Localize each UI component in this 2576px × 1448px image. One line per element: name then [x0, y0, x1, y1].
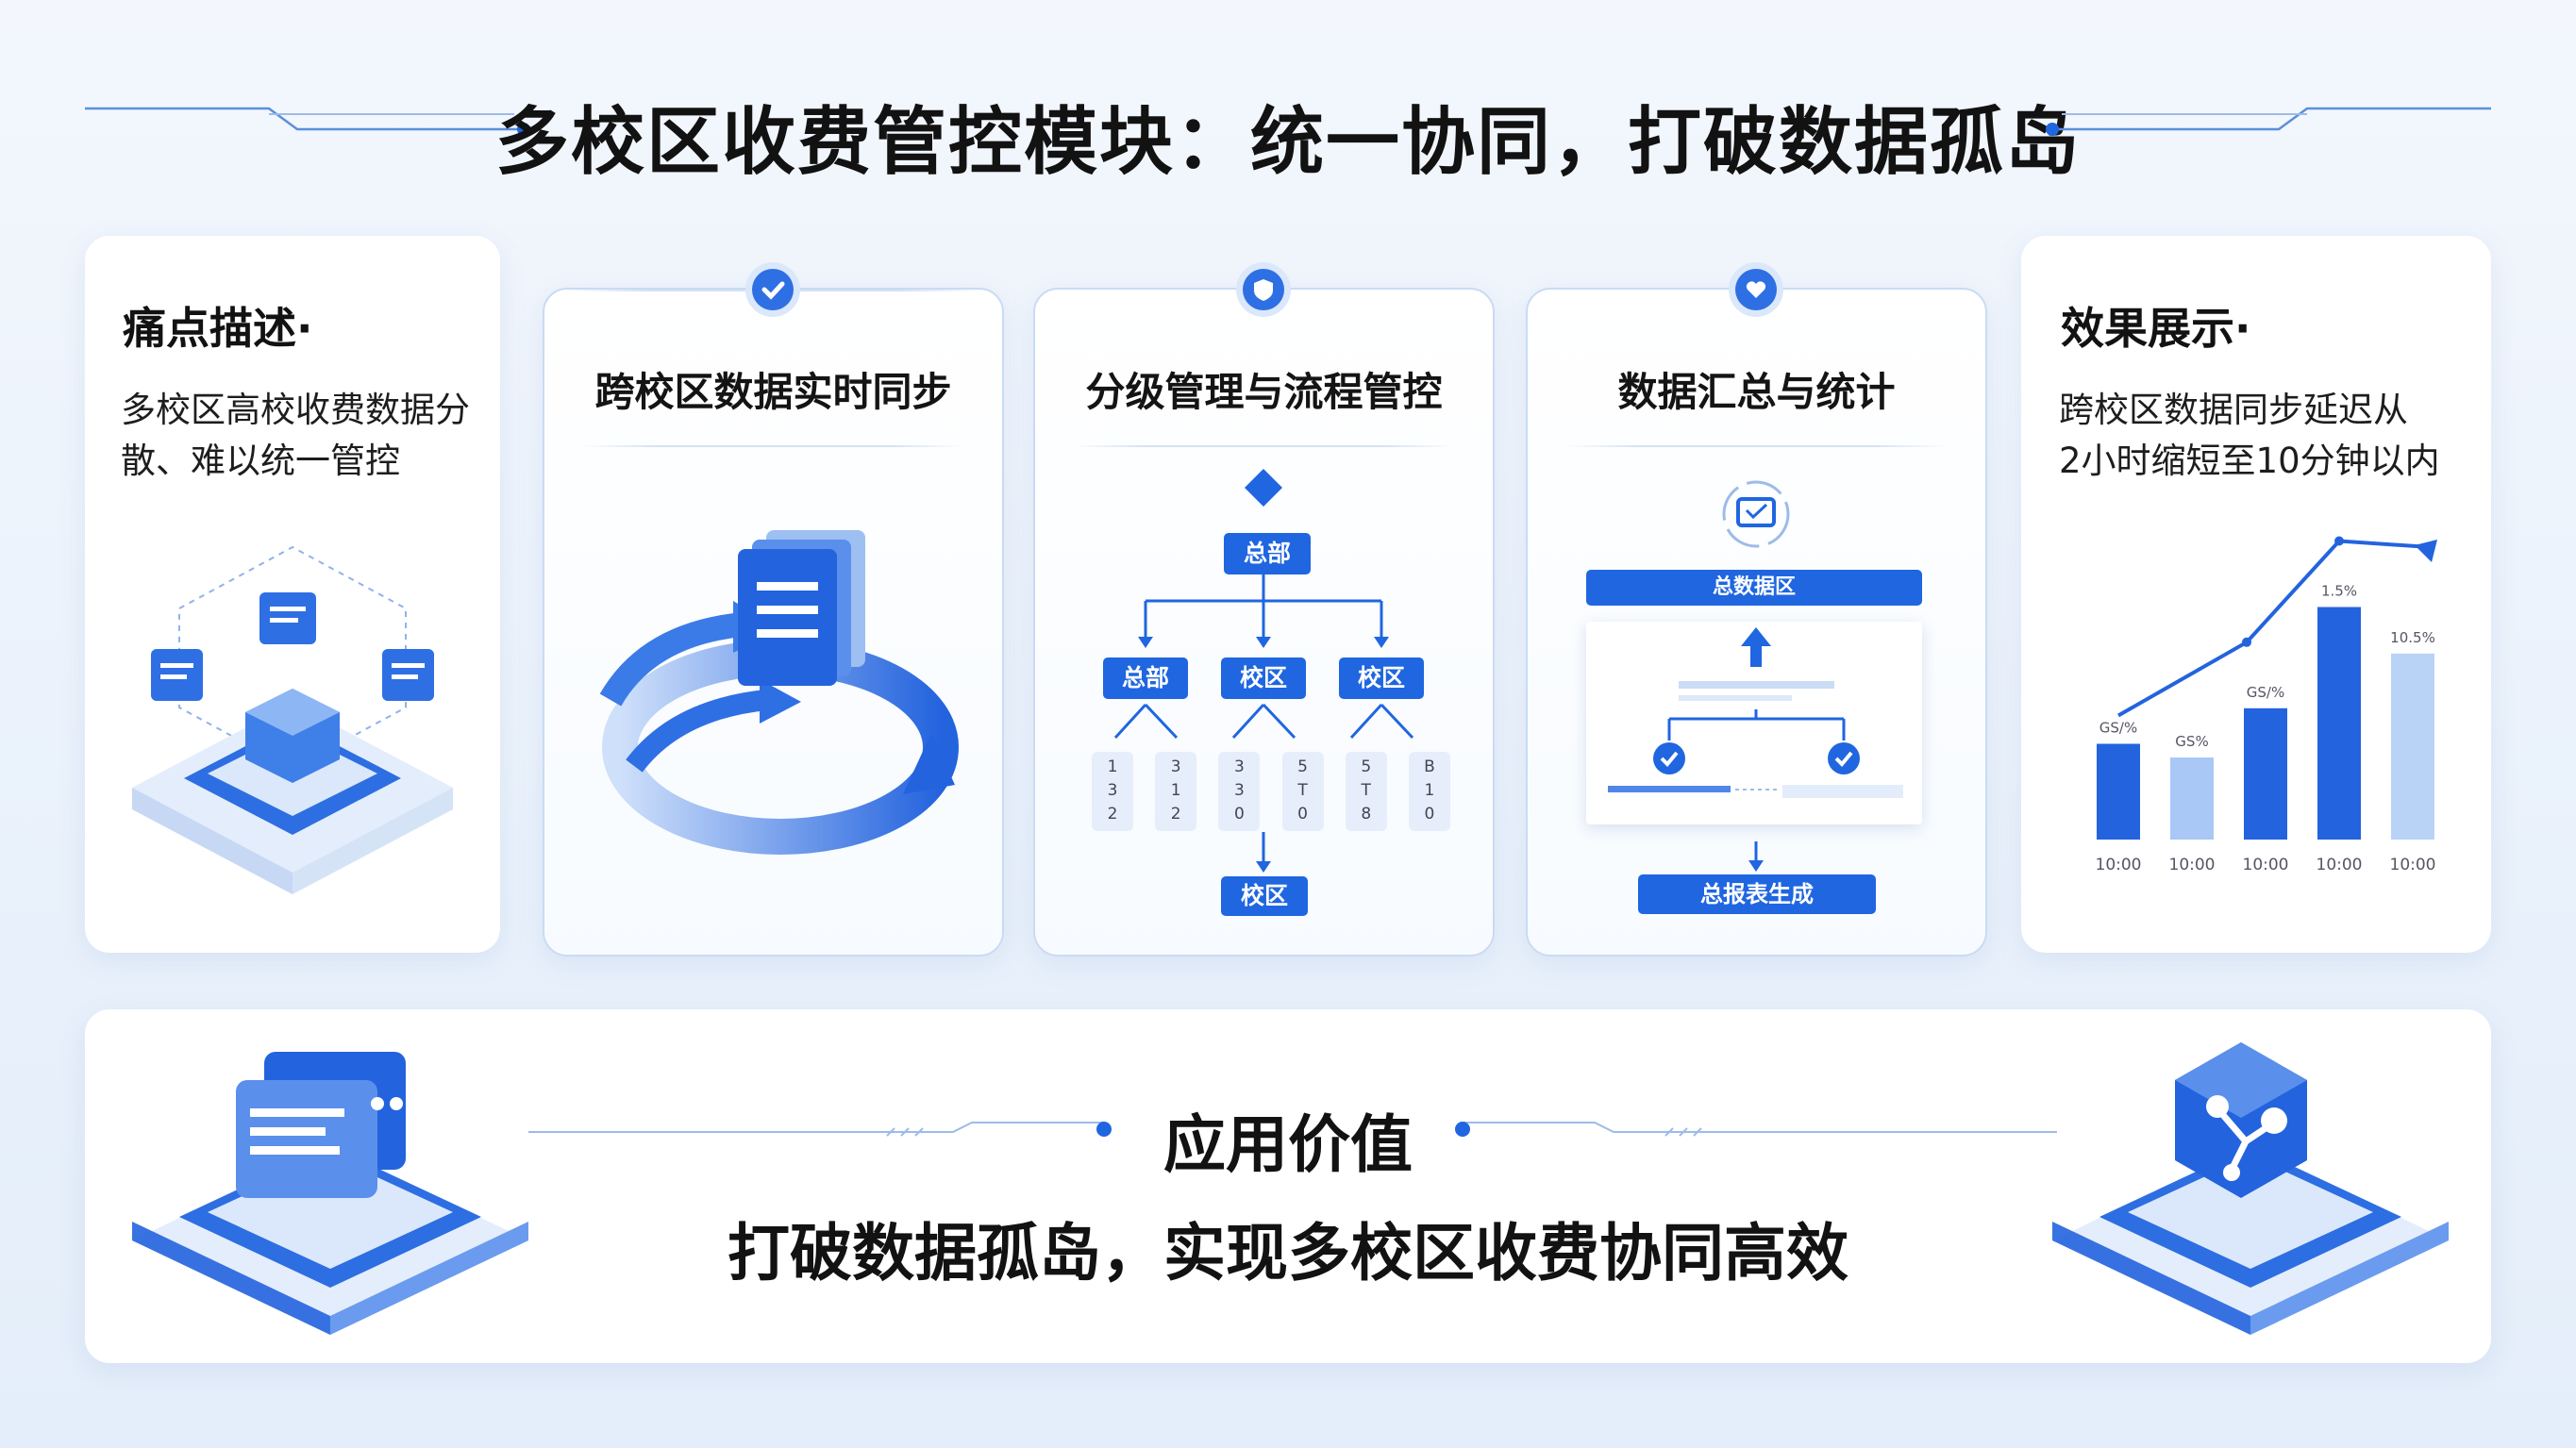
campus-node-2: 校区 [1339, 657, 1424, 699]
chart-tick-label: 10:00 [2096, 856, 2142, 874]
page-title: 多校区收费管控模块：统一协同，打破数据孤岛 [494, 100, 2081, 185]
pain-card: 痛点描述· 多校区高校收费数据分 散、难以统一管控 [85, 236, 500, 953]
value-right-decoration [1455, 1122, 2057, 1137]
sync-delay-chart: GS/% 10:00 GS% 10:00 GS/% 10:00 1.5% 10:00 10.5%… [2096, 536, 2437, 874]
chart-data-label: 10.5% [2390, 629, 2435, 646]
chart-bar [2170, 757, 2214, 840]
chart-tick-label: 10:00 [2169, 856, 2216, 874]
chart-trend-point [2334, 536, 2344, 546]
chart-data-label: GS/% [2099, 720, 2137, 737]
chart-data-label: GS% [2175, 733, 2208, 750]
data-silo-isometric-icon [132, 545, 453, 894]
sync-card: 跨校区数据实时同步 [543, 269, 1004, 957]
chart-tick-label: 10:00 [2243, 856, 2289, 874]
title-right-decoration [2046, 107, 2491, 136]
campus-node-1: 校区 [1221, 657, 1306, 699]
chart-tick-label: 10:00 [2317, 856, 2363, 874]
shield-icon [1243, 269, 1284, 310]
chart-data-label: 1.5% [2321, 583, 2357, 600]
summary-top-node: 总数据区 [1586, 570, 1922, 606]
check-icon [752, 269, 794, 310]
pain-text-line1: 多校区高校收费数据分 [121, 390, 470, 430]
report-node: 总报表生成 [1638, 874, 1876, 914]
summary-card: 数据汇总与统计 总数据区 总报表生成 [1526, 269, 1987, 957]
pain-text-line2: 散、难以统一管控 [121, 441, 400, 481]
chart-trend-point [2242, 637, 2251, 647]
pain-heading: 痛点描述· [123, 303, 313, 354]
chart-trend-line [2117, 539, 2431, 718]
effect-text-line2: 2小时缩短至10分钟以内 [2059, 441, 2440, 481]
network-cube-isometric-icon [2052, 1042, 2449, 1335]
chart-trend-arrow [2415, 540, 2437, 562]
value-text: 打破数据孤岛，实现多校区收费协同高效 [728, 1217, 1848, 1290]
hq-node: 总部 [1103, 657, 1188, 699]
chart-bar [2097, 743, 2140, 840]
chart-bar [2391, 653, 2434, 840]
value-heading: 应用价值 [1163, 1108, 1413, 1181]
heart-shield-icon [1735, 269, 1777, 310]
hq-node-top: 总部 [1224, 533, 1311, 574]
summary-flow-lines [1608, 627, 1903, 872]
sync-arrows-document-icon [599, 530, 959, 855]
value-card [85, 1009, 2491, 1363]
chart-tick-label: 10:00 [2390, 856, 2436, 874]
sync-title: 跨校区数据实时同步 [594, 369, 952, 415]
chart-data-label: GS/% [2247, 684, 2284, 701]
hierarchy-connectors [1113, 469, 1414, 873]
effect-heading: 效果展示· [2061, 303, 2251, 354]
hierarchy-title: 分级管理与流程管控 [1085, 369, 1443, 415]
chart-bar [2244, 707, 2287, 840]
monitor-icon [1722, 480, 1790, 548]
effect-text-line1: 跨校区数据同步延迟从 [2059, 390, 2408, 430]
summary-title: 数据汇总与统计 [1617, 369, 1896, 415]
value-left-decoration [528, 1122, 1112, 1137]
chart-bar [2317, 607, 2361, 840]
campus-node-bottom: 校区 [1221, 876, 1308, 916]
chat-window-isometric-icon [132, 1052, 528, 1335]
title-left-decoration [85, 107, 530, 136]
